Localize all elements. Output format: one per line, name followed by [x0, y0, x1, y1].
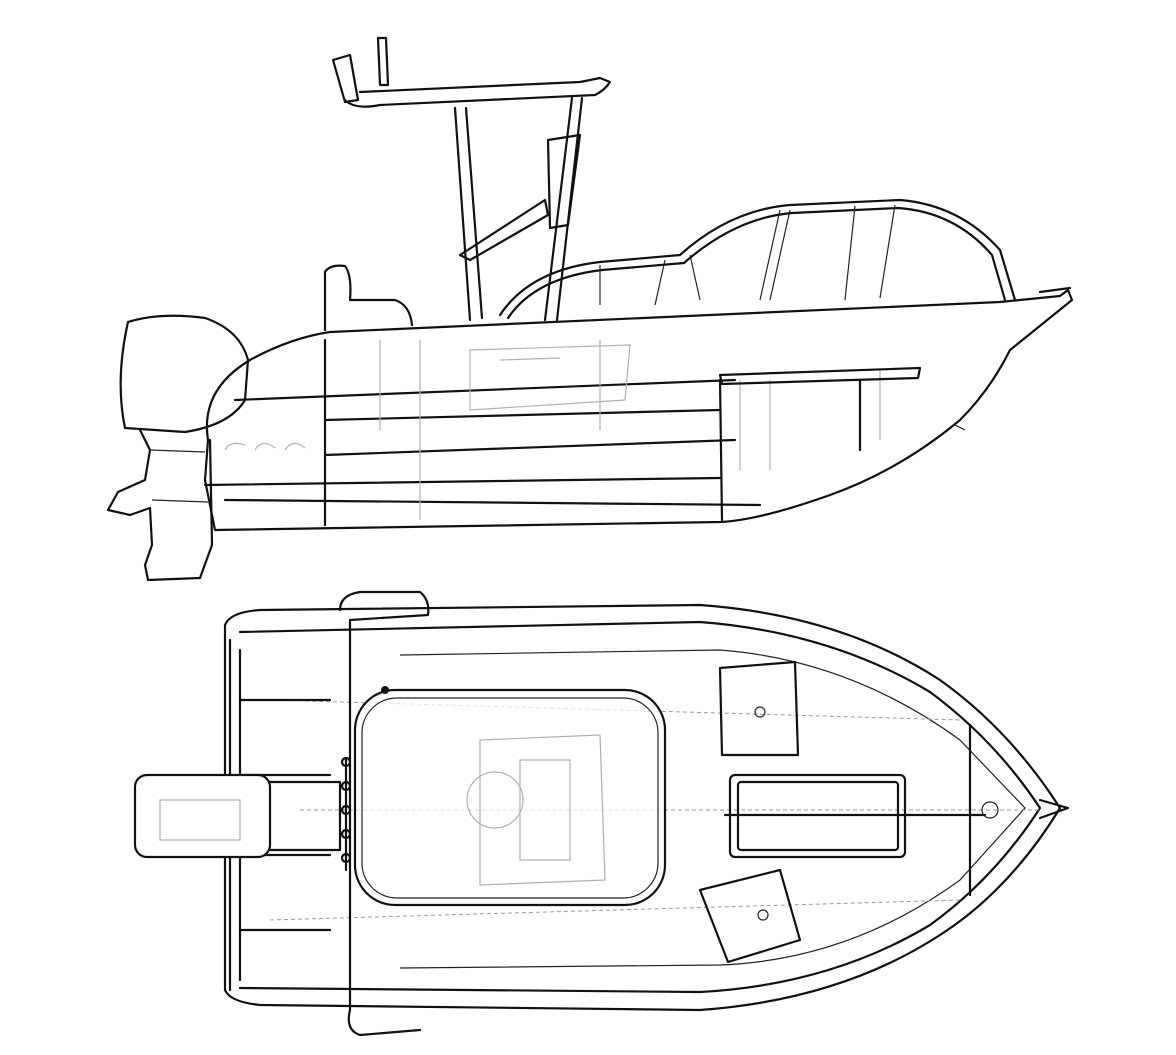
hull-side — [203, 288, 1074, 532]
outboard-motor-top — [133, 773, 342, 859]
top-plan-view — [133, 590, 1070, 1037]
forward-hatch — [728, 773, 907, 859]
bow-rail — [498, 198, 1072, 320]
rear-seat — [323, 264, 414, 332]
forward-seats — [698, 660, 999, 964]
console-canopy — [340, 686, 667, 907]
side-profile-view — [106, 36, 1074, 582]
